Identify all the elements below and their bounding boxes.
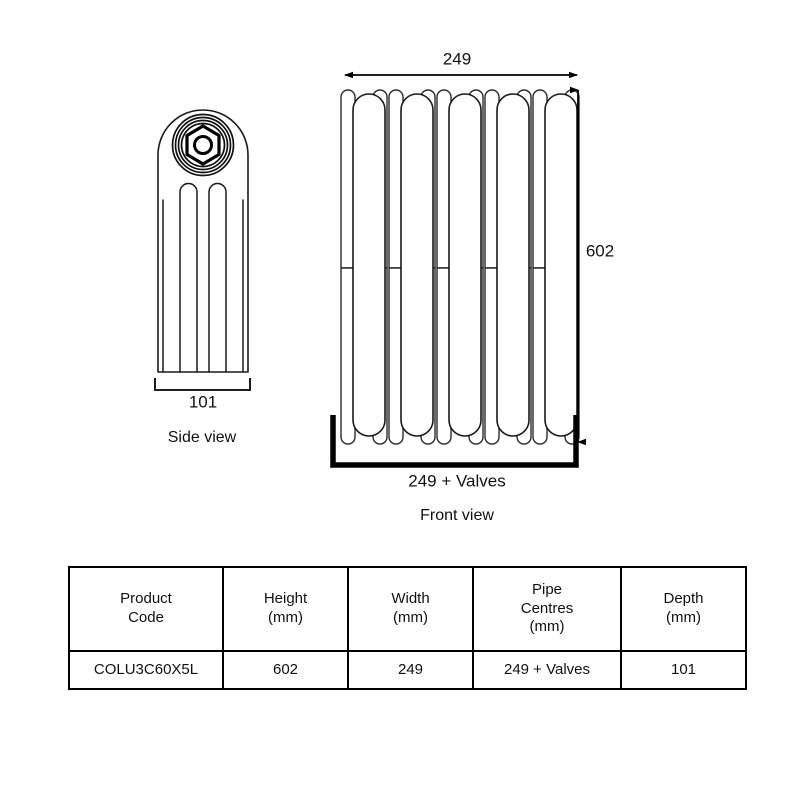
table-header-row: Product Code Height (mm) Width (mm) Pipe…	[68, 566, 747, 652]
column-header-pipe-centres: Pipe Centres (mm)	[472, 566, 622, 652]
section-1-left-rib-bottom	[340, 267, 356, 445]
side-view-depth-dimension-bracket	[154, 378, 251, 391]
cell-height: 602	[222, 650, 349, 690]
header-unit: (mm)	[666, 609, 701, 626]
front-view-group: 249 602 249 + Valves Front view	[330, 49, 614, 524]
column-header-width: Width (mm)	[347, 566, 474, 652]
specification-table-wrapper: Product Code Height (mm) Width (mm) Pipe…	[68, 566, 747, 690]
side-view-label: Side view	[168, 429, 237, 446]
side-view-slot-2	[208, 182, 227, 373]
front-view-height-value: 602	[586, 241, 614, 260]
front-view-pipe-centres-bracket	[330, 415, 579, 468]
table-body: COLU3C60X5L 602 249 249 + Valves 101	[68, 650, 747, 690]
section-3-left-rib-bottom	[436, 267, 452, 445]
specification-table: Product Code Height (mm) Width (mm) Pipe…	[68, 566, 747, 690]
column-header-depth: Depth (mm)	[620, 566, 747, 652]
cell-product-code: COLU3C60X5L	[68, 650, 224, 690]
header-unit: (mm)	[393, 609, 428, 626]
cell-depth: 101	[620, 650, 747, 690]
section-2-left-rib-bottom	[388, 267, 404, 445]
front-view-section-3	[436, 89, 484, 445]
side-view-depth-value: 101	[189, 392, 217, 411]
section-1-column	[352, 93, 386, 437]
section-5-left-rib-bottom	[532, 267, 548, 445]
cell-width: 249	[347, 650, 474, 690]
header-unit: Code	[128, 609, 164, 626]
section-2-column	[400, 93, 434, 437]
section-3-column	[448, 93, 482, 437]
side-view-slot-1	[179, 182, 198, 373]
header-title: Product	[120, 590, 172, 608]
front-view-section-4	[484, 89, 532, 445]
header-unit-2: (mm)	[529, 618, 565, 636]
header-title: Pipe	[531, 580, 563, 598]
header-unit: (mm)	[268, 609, 303, 626]
front-view-section-1	[340, 89, 388, 445]
section-4-left-rib-bottom	[484, 267, 500, 445]
header-title: Depth	[663, 590, 704, 608]
hex-nut-valve-icon	[171, 113, 235, 177]
front-view-section-5	[532, 89, 580, 445]
header-unit: Centres	[520, 599, 574, 617]
cell-pipe-centres: 249 + Valves	[472, 650, 622, 690]
front-view-width-value: 249	[443, 49, 471, 68]
front-view-pipe-centres-value: 249 + Valves	[408, 471, 506, 490]
table-row: COLU3C60X5L 602 249 249 + Valves 101	[68, 650, 747, 690]
table-header: Product Code Height (mm) Width (mm) Pipe…	[68, 566, 747, 652]
column-header-height: Height (mm)	[222, 566, 349, 652]
column-header-product-code: Product Code	[68, 566, 224, 652]
front-view-label: Front view	[420, 507, 494, 524]
section-4-column	[496, 93, 530, 437]
header-title: Height	[263, 590, 308, 608]
section-5-column	[544, 93, 578, 437]
front-view-section-2	[388, 89, 436, 445]
header-title: Width	[391, 590, 430, 608]
side-view-group: 101 Side view	[154, 109, 251, 446]
